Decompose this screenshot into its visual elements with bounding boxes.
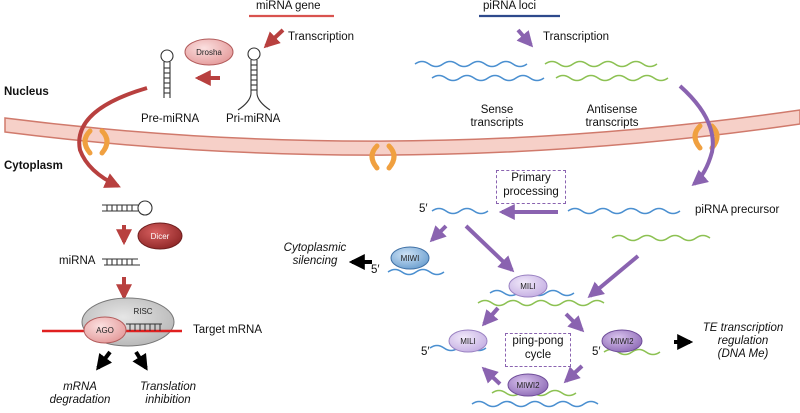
mirna-duplex [102, 258, 140, 266]
cytoplasmic-word: Cytoplasmic [283, 242, 347, 254]
pirna-loci-label: piRNA loci [483, 0, 537, 12]
transcription-right-label: Transcription [543, 31, 610, 43]
pirna-precursor-label: piRNA precursor [695, 204, 780, 216]
antisense-transcript [555, 74, 669, 82]
degradation-word: degradation [49, 394, 111, 407]
cycle-word: cycle [524, 349, 552, 362]
output-arrows [96, 254, 694, 371]
regulation-word: regulation [717, 335, 769, 348]
silencing-word: silencing [292, 255, 338, 268]
primary-processing-box: Primary processing [496, 170, 566, 204]
risc-duplex [126, 323, 162, 331]
nuclear-membrane [4, 109, 800, 156]
pri-mirna-label: Pri-miRNA [226, 113, 281, 125]
translation-word: Translation [139, 381, 197, 393]
sense-transcripts-word: transcripts [470, 117, 524, 130]
mili-left-protein [448, 329, 488, 353]
miwi2-bottom-label: MIWI2 [516, 380, 540, 390]
ping-pong-word: ping-pong [512, 335, 564, 347]
antisense-precursor-strand [611, 234, 711, 242]
target-mrna-label: Target mRNA [193, 324, 263, 336]
processing-word: processing [503, 186, 559, 199]
dicer-label: Dicer [150, 231, 170, 241]
mili-left-label: MILI [460, 336, 476, 346]
mrna-degradation-label: mRNA degradation [40, 381, 120, 407]
hairpin-cytoplasm [102, 200, 153, 216]
antisense-transcripts-word: transcripts [585, 117, 639, 130]
cytoplasm-label: Cytoplasm [4, 160, 63, 172]
dicer-protein [137, 222, 183, 250]
antisense-transcripts-label: Antisense transcripts [574, 104, 650, 130]
mili-top-protein [508, 274, 548, 298]
primary-word: Primary [511, 172, 551, 184]
sense-transcript [431, 74, 545, 82]
miwi2-right-protein [601, 329, 643, 353]
risc-label: RISC [133, 306, 153, 316]
mili-top-label: MILI [520, 281, 536, 291]
pirna-precursor-strand [567, 207, 681, 215]
rna-transcripts [387, 60, 711, 408]
sense-transcripts-label: Sense transcripts [462, 104, 532, 130]
five-prime-precursor: 5′ [419, 203, 428, 215]
antisense-word: Antisense [586, 104, 638, 116]
five-prime-miwi2: 5′ [592, 346, 601, 358]
te-transcription-word: TE transcription [702, 322, 784, 334]
miwi2-right-label: MIWI2 [610, 336, 634, 346]
nucleus-label: Nucleus [4, 86, 49, 98]
pre-mirna-label: Pre-miRNA [141, 113, 200, 125]
five-prime-miwi: 5′ [371, 264, 380, 276]
hairpin-pri-mirna [237, 47, 271, 111]
mirna-gene-label: miRNA gene [256, 0, 321, 12]
mirna-arrows [77, 28, 285, 301]
translation-inhibition-label: Translation inhibition [128, 381, 208, 407]
pirna-arrows [429, 28, 715, 386]
drosha-protein [184, 38, 234, 66]
miwi-protein [390, 246, 430, 270]
mili-top-antisense [477, 299, 605, 307]
miwi2-bottom-protein [507, 373, 549, 397]
sense-word: Sense [480, 104, 514, 116]
five-prime-mili: 5′ [421, 346, 430, 358]
ago-label: AGO [96, 325, 114, 335]
mirna-label: miRNA [59, 255, 96, 267]
te-transcription-regulation-label: TE transcription regulation (DNA Me) [690, 322, 796, 362]
nuclear-pores [82, 123, 720, 171]
cytoplasmic-silencing-label: Cytoplasmic silencing [280, 242, 350, 268]
processed-pirna-strand [431, 207, 489, 215]
miwi-bound-strand [387, 268, 445, 276]
antisense-transcript [544, 60, 658, 68]
drosha-label: Drosha [196, 47, 222, 57]
ping-pong-cycle-box: ping-pong cycle [505, 333, 571, 367]
hairpin-pre-mirna [160, 49, 174, 98]
miwi2-bottom-sense [471, 400, 599, 408]
ago-protein [83, 316, 127, 344]
dna-me-word: (DNA Me) [717, 348, 769, 361]
transcription-left-label: Transcription [288, 31, 355, 43]
mrna-word: mRNA [63, 381, 97, 393]
sense-transcript [414, 60, 528, 68]
miwi-label: MIWI [400, 253, 420, 263]
inhibition-word: inhibition [145, 394, 191, 407]
